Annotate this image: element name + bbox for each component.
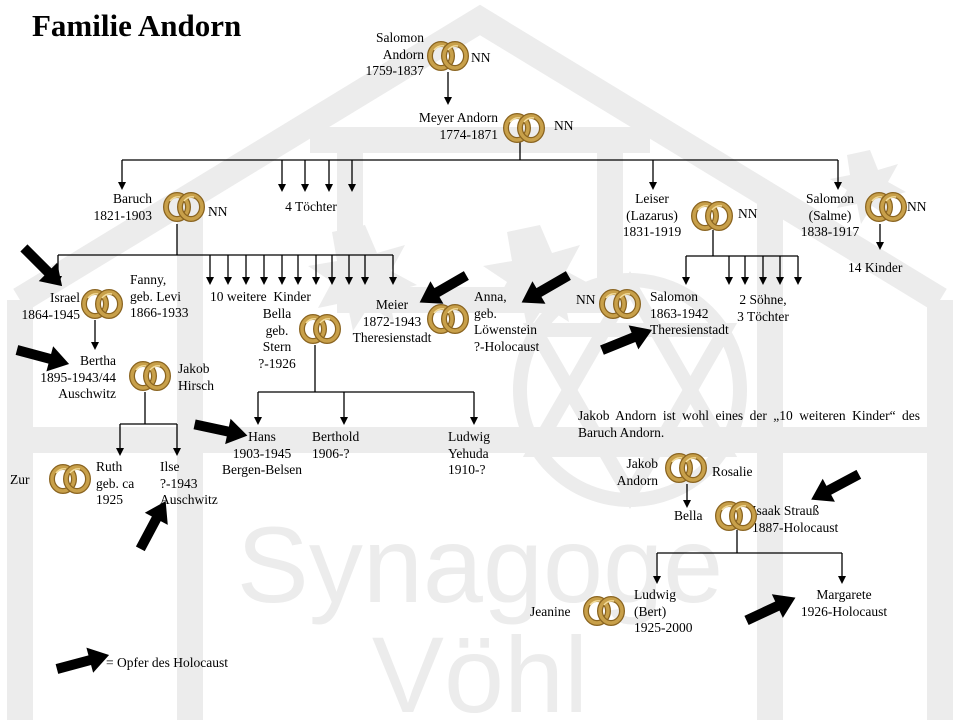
person-ludwig-yehuda: Ludwig Yehuda 1910-? <box>448 429 490 477</box>
person-ilse: Ilse ?-1943 Auschwitz <box>160 459 218 507</box>
person-bella-andorn: Bella <box>674 508 703 523</box>
rings-salme-icon <box>864 191 908 223</box>
person-salomon-andorn-1759: Salomon Andorn 1759-1837 <box>365 30 425 78</box>
arrow-isaak-icon <box>802 460 867 514</box>
rings-jeanine-ludwig-icon <box>582 595 626 627</box>
person-jakob-hirsch: Jakob Hirsch <box>178 361 214 393</box>
arrow-ilse-icon <box>126 492 180 557</box>
watermark-line2: Vöhl <box>372 614 588 720</box>
arrow-bertha-icon <box>11 335 75 379</box>
person-meyer-andorn: Meyer Andorn 1774-1871 <box>418 110 498 142</box>
spouse-nn-baruch: NN <box>208 204 228 219</box>
rings-meyer-icon <box>502 112 546 144</box>
person-anna-loewenstein: Anna, geb. Löwenstein ?-Holocaust <box>474 289 540 354</box>
person-bertha: Bertha 1895-1943/44 Auschwitz <box>40 353 116 401</box>
person-bella-stern: Bella geb. Stern ?-1926 <box>258 306 296 371</box>
arrow-meier-icon <box>410 262 475 317</box>
rings-bertha-jakob-icon <box>128 360 172 392</box>
rings-salomon-1863-icon <box>598 288 642 320</box>
person-ludwig-bert: Ludwig (Bert) 1925-2000 <box>634 587 693 635</box>
group-4-toechter: 4 Töchter <box>285 199 337 214</box>
spouse-nn-meyer: NN <box>554 118 574 133</box>
person-meier: Meier 1872-1943 Theresienstadt <box>352 297 432 345</box>
person-ruth: Ruth geb. ca 1925 <box>96 459 135 507</box>
page-title: Familie Andorn <box>32 8 242 43</box>
group-2-soehne-3-toechter: 2 Söhne, 3 Töchter <box>737 292 789 324</box>
note-jakob-andorn: Jakob Andorn ist wohl eines der „10 weit… <box>578 408 920 440</box>
person-zur: Zur <box>10 472 30 487</box>
watermark-line1: Synagoge <box>237 504 723 625</box>
spouse-nn-leiser: NN <box>738 206 758 221</box>
arrow-margarete-icon <box>738 583 803 635</box>
person-isaak-strauss: Isaak Strauß 1887-Holocaust <box>752 503 839 535</box>
person-berthold: Berthold 1906-? <box>312 429 360 461</box>
person-salomon-salme: Salomon (Salme) 1838-1917 <box>800 191 860 239</box>
person-leiser-lazarus: Leiser (Lazarus) 1831-1919 <box>622 191 682 239</box>
person-israel: Israel 1864-1945 <box>21 290 81 322</box>
spouse-nn-salme: NN <box>907 199 927 214</box>
arrow-anna-icon <box>512 262 577 317</box>
person-jeanine: Jeanine <box>530 604 571 619</box>
rings-zur-ruth-icon <box>48 463 92 495</box>
rings-jakob-rosalie-icon <box>664 452 708 484</box>
rings-baruch-icon <box>162 191 206 223</box>
rings-bella-isaak-icon <box>714 500 758 532</box>
person-hans: Hans 1903-1945 Bergen-Belsen <box>222 429 302 477</box>
rings-salomon-1759-icon <box>426 40 470 72</box>
arrow-salomon-1863-icon <box>594 315 659 365</box>
person-jakob-andorn: Jakob Andorn <box>616 456 658 488</box>
person-baruch: Baruch 1821-1903 <box>93 191 153 223</box>
person-rosalie: Rosalie <box>712 464 753 479</box>
person-margarete: Margarete 1926-Holocaust <box>800 587 888 619</box>
person-fanny-levi: Fanny, geb. Levi 1866-1933 <box>130 272 189 320</box>
rings-leiser-icon <box>690 200 734 232</box>
person-salomon-1863: Salomon 1863-1942 Theresienstadt <box>650 289 729 337</box>
spouse-nn-salomon-1759: NN <box>471 50 491 65</box>
spouse-nn-salomon-1863: NN <box>576 292 596 307</box>
rings-meier-anna-icon <box>426 303 470 335</box>
arrow-israel-icon <box>12 236 74 298</box>
rings-bella-meier-icon <box>298 313 342 345</box>
group-10-weitere-kinder: 10 weitere Kinder <box>210 289 311 304</box>
rings-israel-icon <box>80 288 124 320</box>
legend-label: = Opfer des Holocaust <box>106 655 228 670</box>
arrow-hans-icon <box>190 409 253 450</box>
arrow-legend-icon <box>51 640 115 684</box>
group-14-kinder: 14 Kinder <box>848 260 903 275</box>
